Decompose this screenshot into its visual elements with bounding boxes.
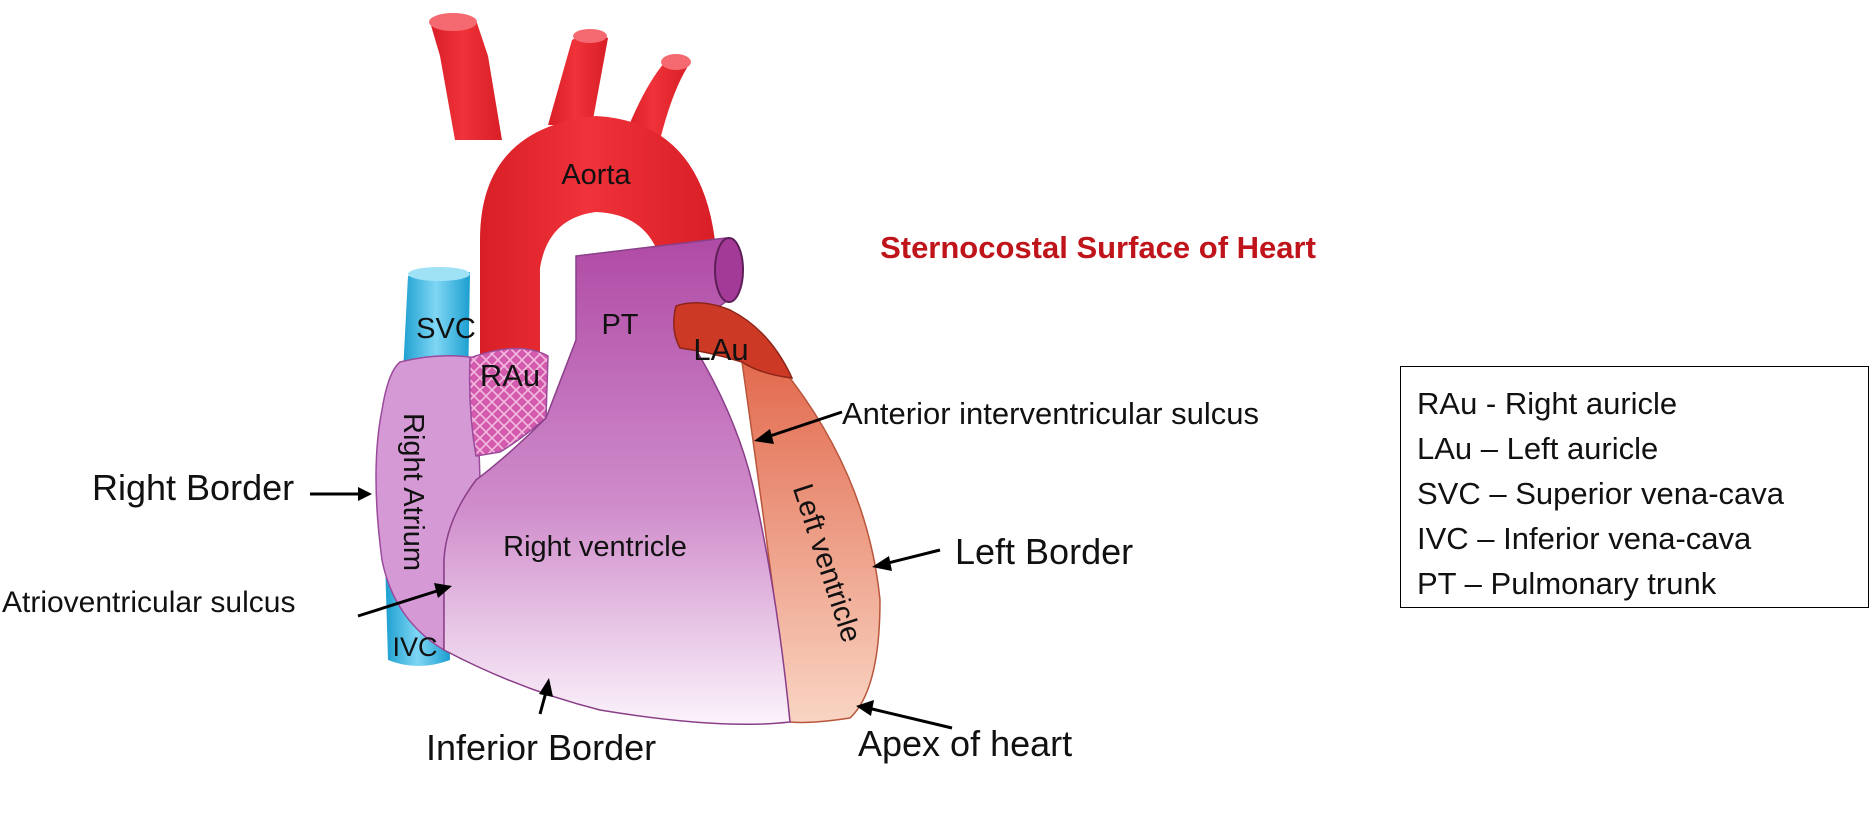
left-ventricle [741, 360, 881, 724]
apex-arrow [867, 706, 953, 730]
left-auricle [673, 302, 794, 379]
left-border-arrow [883, 548, 941, 566]
legend-item-svc: SVC – Superior vena-cava [1417, 476, 1785, 511]
legend-item-lau: LAu – Left auricle [1417, 431, 1659, 466]
legend-item-ivc: IVC – Inferior vena-cava [1417, 521, 1752, 556]
legend-item-rau: RAu - Right auricle [1417, 386, 1678, 421]
inferior-border-arrow [538, 691, 548, 715]
callout-arrows [310, 410, 953, 730]
pulmonary-trunk-opening [714, 237, 744, 303]
right-ventricle-label: Right ventricle [503, 531, 687, 563]
anterior-sulcus-label: Anterior interventricular sulcus [842, 396, 1259, 431]
atrioventricular-sulcus-label: Atrioventricular sulcus [2, 586, 295, 619]
right-atrium-label: Right Atrium [397, 413, 429, 571]
diagram-title: Sternocostal Surface of Heart [880, 230, 1316, 265]
right-auricle [468, 347, 549, 457]
aorta [480, 116, 716, 360]
right-border-label: Right Border [92, 467, 294, 508]
svc-label: SVC [416, 313, 476, 345]
rau-label: RAu [480, 358, 540, 393]
right-ventricle [443, 237, 791, 726]
anterior-sulcus-arrow [763, 410, 843, 440]
left-border-label: Left Border [955, 531, 1133, 572]
aortic-branches [429, 13, 691, 141]
lau-label: LAu [693, 332, 748, 367]
aorta-label: Aorta [561, 159, 631, 191]
ivc-label: IVC [392, 632, 437, 662]
apex-label: Apex of heart [858, 723, 1072, 764]
legend-item-pt: PT – Pulmonary trunk [1417, 566, 1717, 601]
pt-label: PT [601, 309, 638, 341]
abbreviation-legend: RAu - Right auricle LAu – Left auricle S… [1400, 366, 1869, 608]
inferior-border-label: Inferior Border [426, 727, 656, 768]
atrioventricular-sulcus-arrow [357, 588, 441, 618]
